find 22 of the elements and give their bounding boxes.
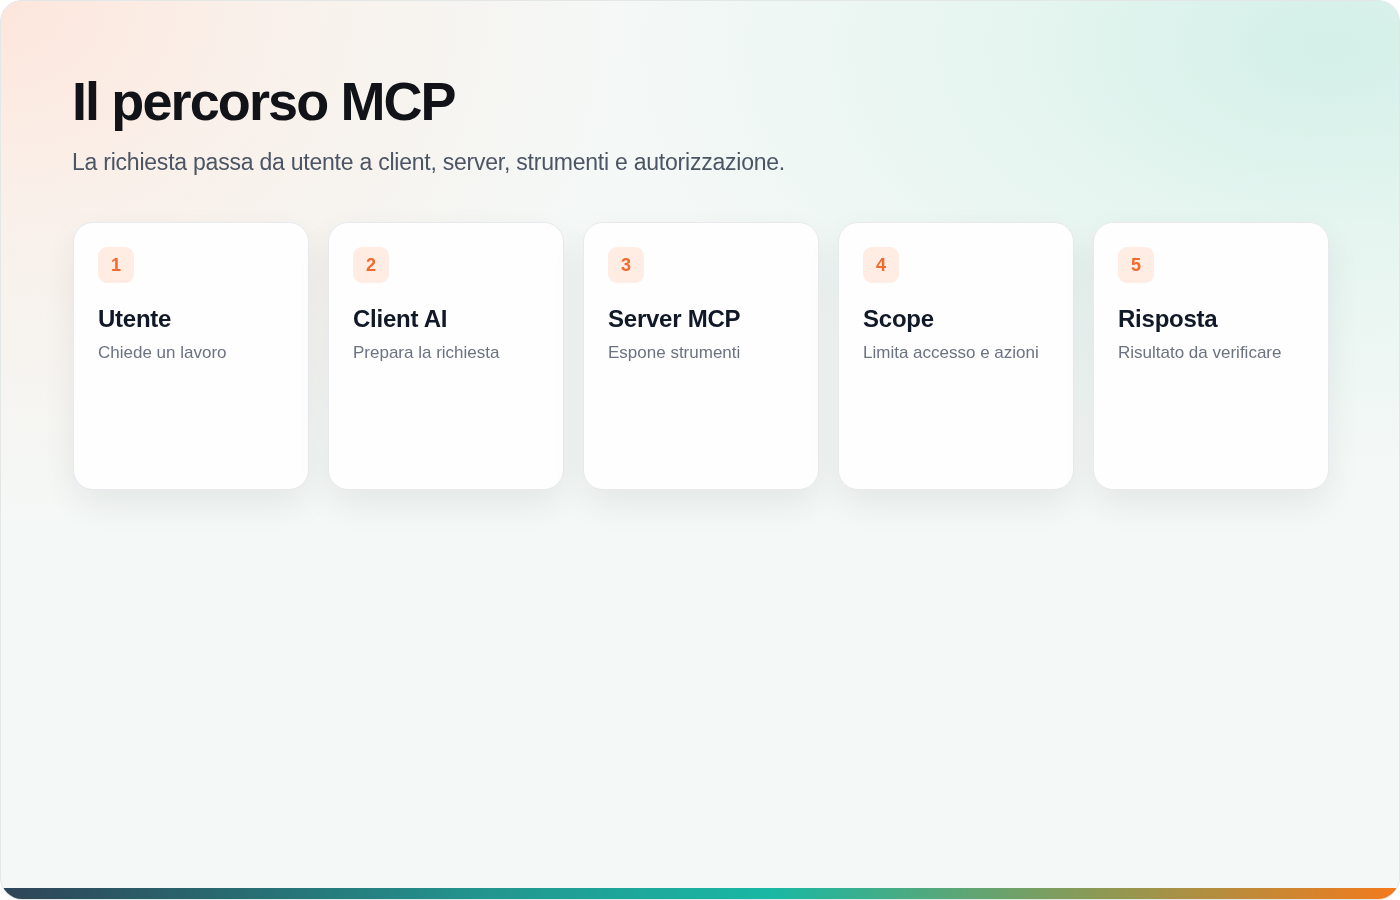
step-card — [73, 222, 309, 490]
step-description: Chiede un lavoro — [98, 342, 228, 364]
step-card — [838, 222, 1074, 490]
step-title: Utente — [98, 304, 173, 334]
step-title: Client AI — [353, 304, 449, 334]
step-title: Scope — [863, 304, 935, 334]
step-card — [583, 222, 819, 490]
step-number: 3 — [608, 247, 644, 283]
step-description: Risultato da verificare — [1118, 342, 1283, 364]
page-title: Il percorso MCP — [72, 70, 455, 133]
step-number: 4 — [863, 247, 899, 283]
step-number: 5 — [1118, 247, 1154, 283]
step-number: 1 — [98, 247, 134, 283]
subtitle: La richiesta passa da utente a client, server, strumenti e autorizzazione. — [72, 148, 785, 177]
step-card — [1093, 222, 1329, 490]
step-title: Server MCP — [608, 304, 742, 334]
step-description: Prepara la richiesta — [353, 342, 501, 364]
step-card — [328, 222, 564, 490]
step-title: Risposta — [1118, 304, 1219, 334]
step-number: 2 — [353, 247, 389, 283]
step-description: Limita accesso e azioni — [863, 342, 1040, 364]
step-description: Espone strumenti — [608, 342, 742, 364]
